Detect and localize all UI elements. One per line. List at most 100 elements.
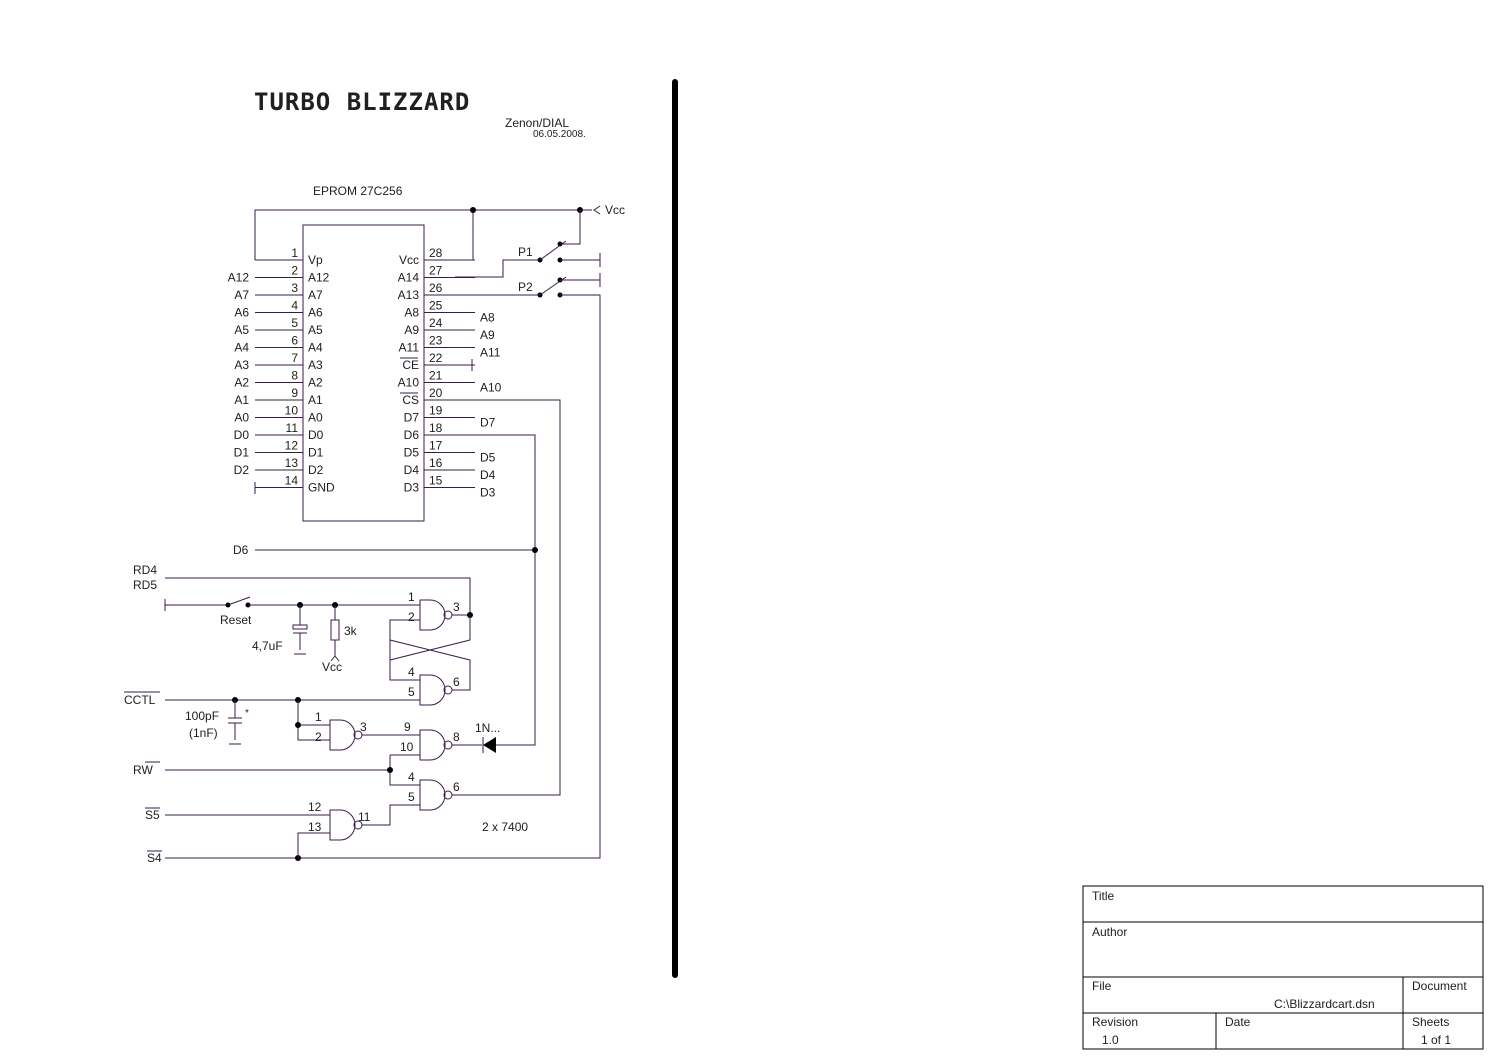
capacitor-icon <box>292 624 308 630</box>
pin-number: 11 <box>358 810 371 824</box>
vcc-arrow-icon <box>593 205 601 215</box>
junction <box>295 722 301 728</box>
vcc-pin28-wire <box>455 210 474 261</box>
chip-label: 2 x 7400 <box>482 820 528 834</box>
net-label: A4 <box>234 341 249 355</box>
g6-in2-wire <box>297 832 330 858</box>
pin-name: D3 <box>404 481 420 495</box>
nand-gate-1 <box>419 599 453 631</box>
g3-in-wire <box>297 700 330 741</box>
pin-name: A6 <box>308 306 323 320</box>
pin-number: 19 <box>429 404 443 418</box>
pin-number: 25 <box>429 299 443 313</box>
net-label: A11 <box>480 346 501 360</box>
pin-name: A11 <box>399 341 420 355</box>
pin-number: 4 <box>291 299 298 313</box>
rd4-wire <box>165 577 471 615</box>
pin-name: A1 <box>308 393 323 407</box>
net-label: A10 <box>480 381 502 395</box>
a14-wire <box>455 259 540 278</box>
pin-name: GND <box>308 481 335 495</box>
reset-switch-lever <box>227 596 251 606</box>
net-label: A9 <box>480 328 495 342</box>
pin-number: 6 <box>291 334 298 348</box>
pin-name: Vcc <box>399 253 419 267</box>
cap2b-label: (1nF) <box>189 726 218 740</box>
p1-wire <box>560 210 581 245</box>
eprom-body <box>302 224 425 522</box>
net-label: A1 <box>234 393 249 407</box>
schematic-date: 06.05.2008. <box>533 129 586 140</box>
tb-sheets-label: Sheets <box>1412 1015 1449 1029</box>
tb-file-value: C:\Blizzardcart.dsn <box>1274 997 1375 1011</box>
pin-number: 2 <box>315 730 322 744</box>
pin-number: 3 <box>360 720 367 734</box>
pin-number: 3 <box>453 600 460 614</box>
pin-number: 5 <box>408 790 415 804</box>
net-label: A8 <box>480 311 495 325</box>
nand-gate-5 <box>419 779 453 811</box>
pin-name: A8 <box>404 306 419 320</box>
pin-number: 2 <box>291 264 298 278</box>
pin-name: A14 <box>398 271 420 285</box>
pin-name: CE <box>402 358 419 372</box>
pin-name: D7 <box>404 411 420 425</box>
vcc2-label: Vcc <box>322 660 342 674</box>
pin-number: 20 <box>429 386 443 400</box>
net-label: D4 <box>480 468 496 482</box>
pin-number: 9 <box>404 720 411 734</box>
net-label: D5 <box>480 451 496 465</box>
rd5-label: RD5 <box>133 578 157 592</box>
pin-number: 24 <box>429 316 443 330</box>
pin-name: A2 <box>308 376 323 390</box>
pin-number: 8 <box>291 369 298 383</box>
pin-number: 6 <box>453 780 460 794</box>
pin-number: 15 <box>429 474 443 488</box>
net-label: A6 <box>234 306 249 320</box>
vcc-arrow-icon <box>330 655 340 662</box>
g6-out-wire <box>362 804 420 826</box>
pin-number: 12 <box>308 800 322 814</box>
s4-wire <box>298 294 601 859</box>
nand-gate-2 <box>419 674 453 706</box>
pin-number: 26 <box>429 281 443 295</box>
pin-name: Vp <box>308 253 323 267</box>
net-label: D7 <box>480 416 496 430</box>
pin-name: D6 <box>404 428 420 442</box>
pin-name: A5 <box>308 323 323 337</box>
pin-number: 11 <box>286 421 299 435</box>
rw-label: RW <box>133 763 153 777</box>
junction <box>387 767 393 773</box>
pin-number: 13 <box>308 820 322 834</box>
net-label: D3 <box>480 486 496 500</box>
pin-number: 21 <box>429 369 443 383</box>
pin-name: A7 <box>308 288 323 302</box>
net-label: A12 <box>228 271 250 285</box>
pin-number: 22 <box>429 351 443 365</box>
pin-name: A9 <box>404 323 419 337</box>
pin-number: 14 <box>285 474 299 488</box>
net-label: A2 <box>234 376 249 390</box>
nand-gate-4 <box>419 729 453 761</box>
tb-author-label: Author <box>1092 925 1127 939</box>
pin-number: 10 <box>285 404 299 418</box>
pin-number: 6 <box>453 675 460 689</box>
resistor-icon <box>330 619 340 641</box>
schematic-author: Zenon/DIAL <box>505 116 569 130</box>
pin-number: 9 <box>291 386 298 400</box>
cap2-star: * <box>245 708 249 719</box>
pin-number: 3 <box>291 281 298 295</box>
rw-wire <box>389 755 420 786</box>
diode-label: 1N... <box>475 721 500 735</box>
g1-in2-wire <box>389 619 420 681</box>
pin-number: 17 <box>429 439 443 453</box>
res1-label: 3k <box>344 624 358 638</box>
pin-name: D2 <box>308 463 324 477</box>
pin-number: 8 <box>453 730 460 744</box>
pin-number: 1 <box>315 710 322 724</box>
latch-cross-wire <box>389 639 471 661</box>
junction <box>470 207 476 213</box>
pin-number: 10 <box>400 740 414 754</box>
net-label: A3 <box>234 358 249 372</box>
